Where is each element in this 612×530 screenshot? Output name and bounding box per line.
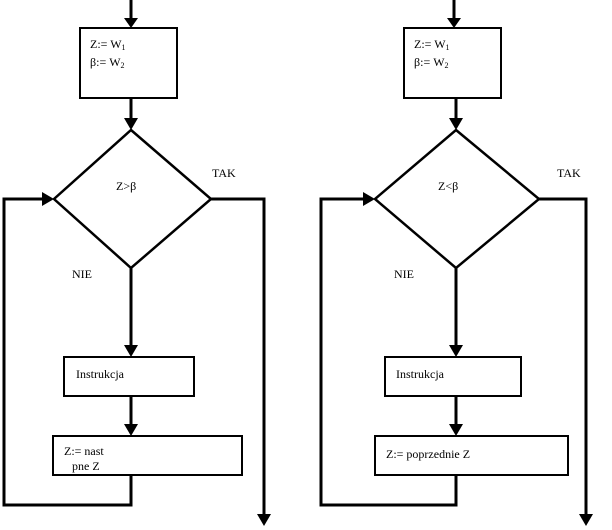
left-update-line1: Z:= nast — [64, 444, 104, 458]
left-update-line2: pne Z — [72, 459, 100, 473]
right-condition-label: Z<β — [438, 179, 458, 193]
left-instruction-label: Instrukcja — [76, 367, 125, 381]
right-instruction-label: Instrukcja — [396, 367, 445, 381]
right-init-line2: β:= W2 — [414, 55, 449, 70]
left-init-box — [79, 27, 178, 99]
right-update-box — [374, 435, 569, 476]
left-yes-path — [211, 197, 266, 515]
left-flowchart: Z:= W1 β:= W2 Z>β TAK NIE Instrukcja Z:=… — [2, 0, 271, 526]
right-init-line1: Z:= W1 — [414, 37, 450, 52]
left-yes-label: TAK — [212, 166, 236, 180]
left-update-box — [52, 435, 243, 476]
right-yes-label: TAK — [557, 166, 581, 180]
right-instruction-box — [384, 356, 522, 397]
right-init-box — [403, 27, 502, 99]
right-yes-path — [539, 197, 588, 515]
left-decision-diamond — [52, 128, 213, 270]
right-no-label: NIE — [394, 267, 414, 281]
right-loop-path — [319, 197, 458, 507]
right-decision-diamond — [373, 128, 541, 270]
left-condition-label: Z>β — [116, 179, 136, 193]
right-flowchart: Z:= W1 β:= W2 Z<β TAK NIE Instrukcja Z:=… — [319, 0, 593, 526]
left-no-label: NIE — [72, 267, 92, 281]
left-loop-path — [2, 197, 133, 507]
left-init-line1: Z:= W1 — [90, 37, 126, 52]
left-init-line2: β:= W2 — [90, 55, 125, 70]
left-instruction-box — [63, 356, 195, 397]
right-update-label: Z:= poprzednie Z — [386, 447, 470, 461]
